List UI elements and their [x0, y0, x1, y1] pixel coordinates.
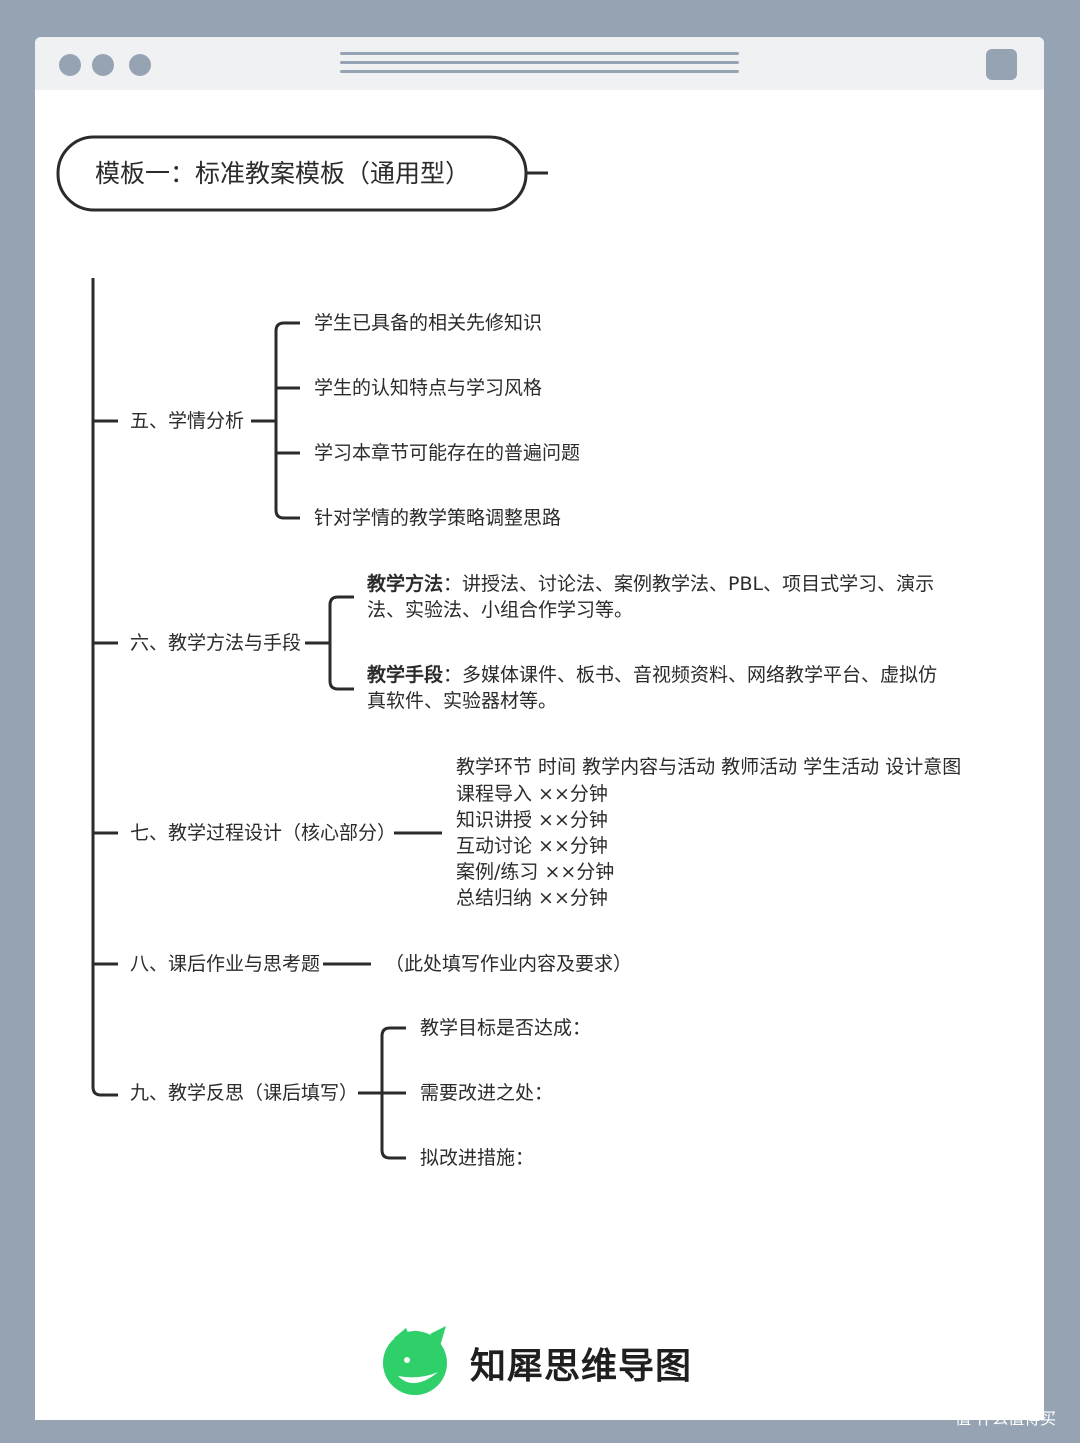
section-5-item-1: 学生已具备的相关先修知识	[314, 312, 543, 334]
section-5-label: 五、学情分析	[130, 410, 245, 432]
address-bar-line-2	[340, 61, 739, 64]
rhino-logo-icon	[383, 1326, 447, 1395]
section-5-item-3: 学习本章节可能存在的普遍问题	[314, 442, 581, 464]
main-spine	[91, 278, 118, 1097]
browser-window	[35, 37, 1044, 1420]
title-bar	[35, 37, 1044, 90]
process-line-2: 课程导入 ××分钟	[456, 783, 608, 805]
page-title: 模板一：标准教案模板（通用型）	[95, 159, 471, 188]
watermark: 值 什么值得买	[955, 1409, 1057, 1428]
process-line-3: 知识讲授 ××分钟	[456, 809, 608, 831]
brand-name: 知犀思维导图	[470, 1346, 693, 1387]
window-dot-3[interactable]	[129, 54, 151, 76]
section-5-item-4: 针对学情的教学策略调整思路	[314, 507, 562, 529]
section-6-item-methods: 教学方法：讲授法、讨论法、案例教学法、PBL、项目式学习、演示法、实验法、小组合…	[367, 571, 937, 623]
process-line-4: 互动讨论 ××分钟	[456, 835, 608, 857]
section-6-bracket	[328, 595, 354, 691]
section-8-item-1: （此处填写作业内容及要求）	[385, 953, 633, 975]
address-bar-line-1	[340, 52, 739, 55]
section-9-item-3: 拟改进措施：	[420, 1147, 535, 1169]
methods-text: ：讲授法、讨论法、案例教学法、PBL、项目式学习、演示法、实验法、小组合作学习等…	[367, 573, 935, 621]
process-line-1: 教学环节 时间 教学内容与活动 教师活动 学生活动 设计意图	[456, 756, 962, 778]
section-9-item-1: 教学目标是否达成：	[420, 1017, 592, 1039]
window-dot-2[interactable]	[92, 54, 114, 76]
means-key: 教学手段	[367, 664, 444, 686]
means-text: ：多媒体课件、板书、音视频资料、网络教学平台、虚拟仿真软件、实验器材等。	[367, 664, 938, 712]
section-5-item-2: 学生的认知特点与学习风格	[314, 377, 543, 399]
section-9-item-2: 需要改进之处：	[420, 1082, 554, 1104]
address-bar-line-3	[340, 70, 739, 73]
process-line-5: 案例/练习 ××分钟	[456, 861, 615, 883]
section-6-item-means: 教学手段：多媒体课件、板书、音视频资料、网络教学平台、虚拟仿真软件、实验器材等。	[367, 662, 942, 714]
section-5-bracket	[274, 321, 300, 520]
section-8-label: 八、课后作业与思考题	[130, 953, 321, 975]
section-6-label: 六、教学方法与手段	[130, 632, 302, 654]
window-dot-1[interactable]	[59, 54, 81, 76]
section-7-label: 七、教学过程设计（核心部分）	[130, 822, 397, 844]
process-line-6: 总结归纳 ××分钟	[456, 887, 608, 909]
section-9-label: 九、教学反思（课后填写）	[130, 1082, 359, 1104]
window-control-button[interactable]	[986, 49, 1017, 80]
methods-key: 教学方法	[367, 573, 444, 595]
